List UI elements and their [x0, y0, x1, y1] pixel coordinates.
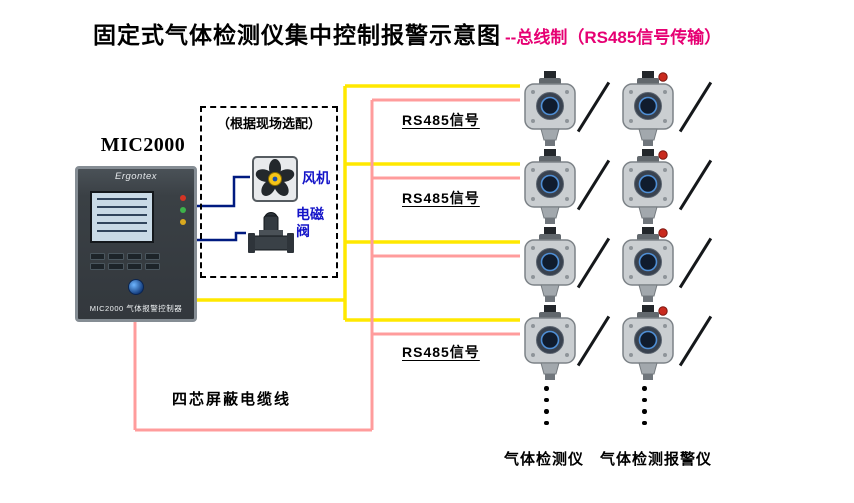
- controller-keypad: [90, 253, 160, 270]
- optional-equipment-caption: （根据现场选配）: [216, 116, 321, 131]
- keypad-button: [126, 263, 142, 270]
- diagram-title-suffix: --总线制（RS485信号传输）: [505, 28, 722, 47]
- gas-detection-alarm-icon: [616, 304, 680, 382]
- diagram-title-main: 固定式气体检测仪集中控制报警示意图: [93, 22, 501, 48]
- gas-alarm-controller: Ergontex MIC2000 气体报警控制器: [75, 166, 197, 322]
- gas-detector-column-label: 气体检测仪: [504, 451, 585, 468]
- keypad-button: [90, 253, 106, 260]
- ellipsis-dots: [642, 386, 647, 425]
- gas-detector-icon: [518, 70, 582, 148]
- gas-detection-alarm-icon: [616, 148, 680, 226]
- rs485-pink-bus-wire: [133, 98, 520, 432]
- gas-detector-icon: [518, 304, 582, 382]
- controller-panel-caption: MIC2000 气体报警控制器: [89, 304, 183, 313]
- optional-equipment-box: （根据现场选配） 风机: [200, 106, 338, 278]
- fan-label: 风机: [302, 170, 330, 186]
- gas-detection-alarm-column-label: 气体检测报警仪: [600, 451, 713, 468]
- gas-detection-alarm-icon: [616, 226, 680, 304]
- shielded-cable-label: 四芯屏蔽电缆线: [172, 391, 292, 408]
- red-led: [180, 195, 186, 201]
- controller-logo-badge: [128, 279, 144, 295]
- rs485-signal-label: RS485信号: [402, 344, 480, 360]
- diagram-title: 固定式气体检测仪集中控制报警示意图 --总线制（RS485信号传输）: [93, 16, 721, 50]
- gas-detector-icon: [518, 226, 582, 304]
- keypad-button: [108, 263, 124, 270]
- rs485-signal-label: RS485信号: [402, 190, 480, 206]
- rs485-signal-label: RS485信号: [402, 112, 480, 128]
- keypad-button: [126, 253, 142, 260]
- keypad-button: [90, 263, 106, 270]
- controller-lcd-screen: [90, 191, 154, 243]
- amber-led: [180, 219, 186, 225]
- fan-icon: [252, 156, 298, 202]
- solenoid-valve-icon: [248, 210, 294, 258]
- keypad-button: [108, 253, 124, 260]
- gas-detection-alarm-icon: [616, 70, 680, 148]
- green-led: [180, 207, 186, 213]
- controller-status-leds: [180, 195, 186, 225]
- controller-brand-label: Ergontex: [114, 171, 158, 182]
- solenoid-valve-label: 电磁阀: [296, 206, 324, 239]
- gas-detector-icon: [518, 148, 582, 226]
- rs485-yellow-bus-wire: [197, 84, 520, 322]
- controller-model-label: MIC2000: [100, 134, 186, 156]
- ellipsis-dots: [544, 386, 549, 425]
- keypad-button: [144, 253, 160, 260]
- controller-to-fan-valve-wire: [197, 175, 250, 242]
- keypad-button: [144, 263, 160, 270]
